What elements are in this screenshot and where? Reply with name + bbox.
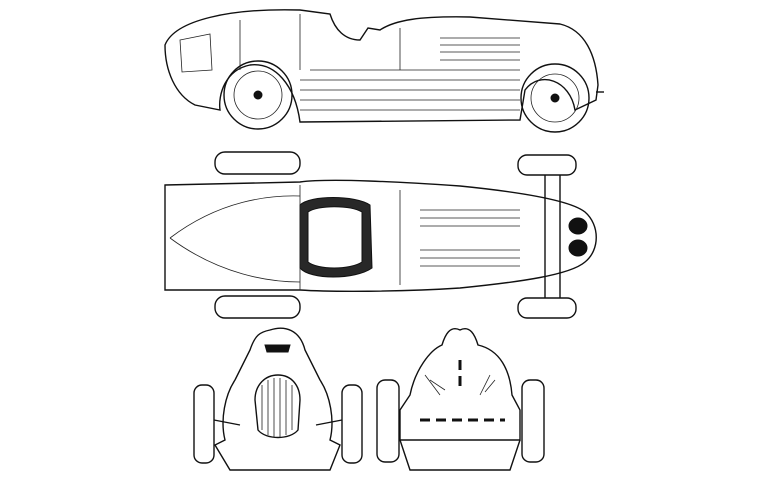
rear-wheel-side: [223, 60, 293, 130]
side-view: [164, 9, 604, 133]
front-wheel-side: [520, 63, 590, 133]
top-view: [164, 151, 597, 319]
rear-view: [376, 328, 545, 471]
front-view: [193, 327, 363, 471]
